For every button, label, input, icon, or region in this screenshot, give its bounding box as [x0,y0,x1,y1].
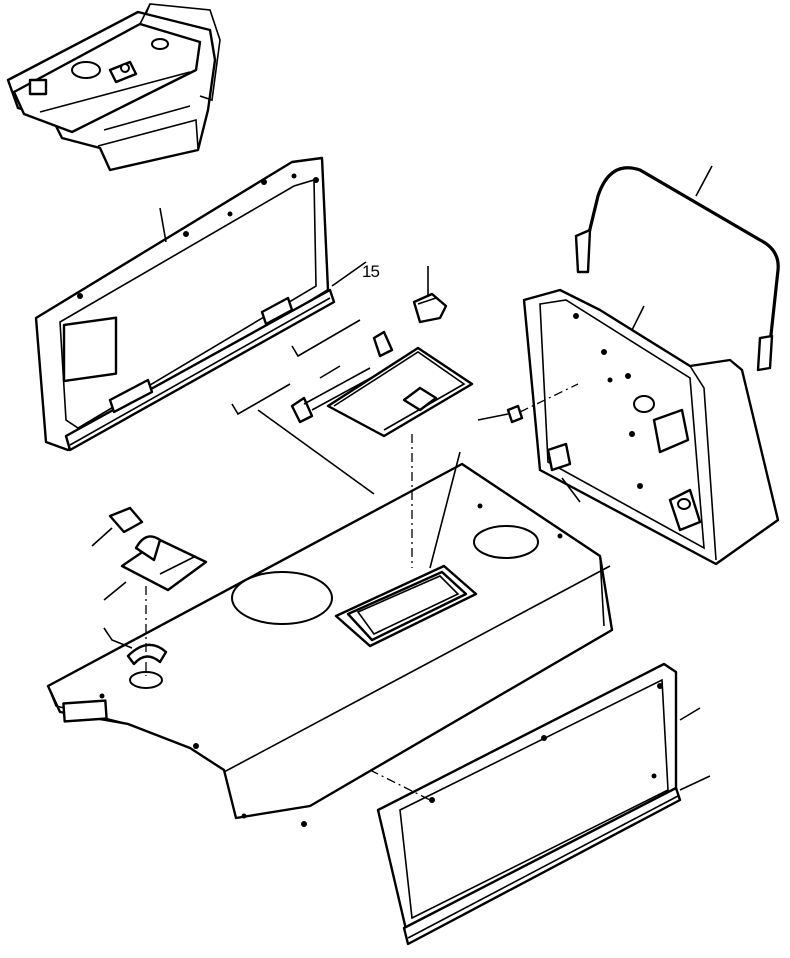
right-side-panel [369,662,711,946]
left-side-panel [34,156,336,452]
overview-assembly [6,3,221,172]
main-deck-plate [46,434,614,827]
callout-15: 15 [362,262,380,281]
bow-handle [574,165,780,372]
rear-bracket-panel [477,288,780,566]
hatch-cover-group [231,261,474,495]
seat-latch-assembly [91,506,208,676]
